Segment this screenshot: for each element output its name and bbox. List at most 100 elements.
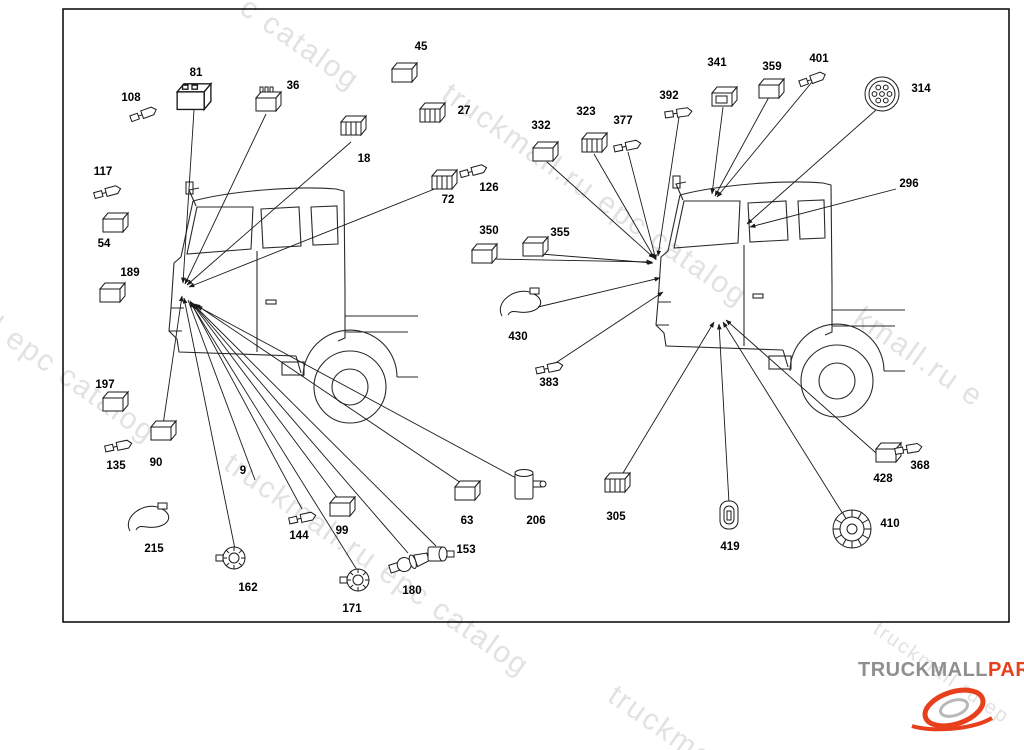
leader-line	[194, 303, 465, 486]
part-label-81: 81	[190, 67, 203, 79]
part-label-368: 368	[910, 460, 930, 472]
part-icon-171	[339, 568, 370, 592]
part-label-54: 54	[98, 238, 111, 250]
logo-text-parts: PARTS	[988, 659, 1024, 681]
leader-line	[181, 109, 195, 284]
leader-line	[182, 297, 236, 550]
part-label-72: 72	[442, 194, 455, 206]
part-label-383: 383	[539, 377, 558, 389]
part-icon-430	[499, 287, 542, 317]
leader-line	[187, 299, 256, 481]
part-icon-401	[798, 71, 826, 88]
part-icon-63	[453, 479, 482, 502]
part-icon-45	[390, 61, 419, 84]
right-truck-drawing	[655, 175, 906, 418]
leader-line	[710, 106, 724, 195]
part-icon-368	[894, 442, 923, 455]
part-label-144: 144	[289, 530, 309, 542]
part-icon-144	[288, 511, 317, 525]
part-icon-314	[864, 76, 900, 112]
part-icon-126	[459, 164, 488, 179]
leader-line	[553, 291, 664, 365]
part-icon-189	[98, 281, 127, 304]
part-label-162: 162	[238, 582, 257, 594]
watermark-text: truckmall.ru epc catalog	[218, 447, 536, 683]
part-label-135: 135	[106, 460, 126, 472]
left-truck-drawing	[168, 181, 419, 424]
part-icon-305	[603, 471, 632, 494]
leader-line	[716, 323, 730, 504]
part-label-355: 355	[550, 227, 570, 239]
leader-line	[162, 295, 184, 426]
part-label-9: 9	[240, 465, 246, 477]
leader-line	[186, 141, 352, 286]
part-icon-197	[101, 390, 130, 413]
part-label-63: 63	[461, 515, 474, 527]
watermark-text: c catalog	[234, 0, 366, 97]
leader-line	[593, 153, 656, 260]
part-icon-410	[832, 509, 872, 549]
part-icon-383	[535, 361, 564, 375]
part-label-215: 215	[144, 543, 164, 555]
part-icon-350	[470, 242, 499, 265]
part-label-305: 305	[606, 511, 626, 523]
part-label-189: 189	[120, 267, 139, 279]
leader-line	[627, 151, 657, 261]
leader-line	[714, 96, 770, 197]
part-label-99: 99	[336, 525, 349, 537]
part-label-359: 359	[762, 61, 781, 73]
part-icon-99	[328, 495, 357, 518]
part-icon-206	[514, 469, 547, 500]
part-label-45: 45	[415, 41, 428, 53]
leader-line	[190, 301, 340, 501]
part-label-153: 153	[456, 544, 475, 556]
part-label-171: 171	[342, 603, 362, 615]
part-icon-215	[127, 502, 170, 532]
part-label-332: 332	[531, 120, 550, 132]
part-icon-90	[149, 419, 178, 442]
part-label-117: 117	[94, 166, 113, 178]
part-label-410: 410	[880, 518, 899, 530]
logo-text-truckmall: TRUCKMALL	[858, 659, 989, 681]
part-label-90: 90	[150, 457, 163, 469]
logo: TRUCKMALLPARTS	[858, 659, 1024, 738]
part-label-206: 206	[526, 515, 545, 527]
part-icon-359	[757, 77, 786, 100]
part-icon-392	[664, 107, 693, 119]
part-label-350: 350	[479, 225, 498, 237]
part-icon-377	[613, 139, 642, 153]
part-icon-153	[427, 546, 455, 562]
leader-line	[540, 253, 654, 265]
part-label-180: 180	[402, 585, 421, 597]
part-icon-323	[580, 131, 609, 154]
leader-line	[725, 319, 885, 461]
leader-line	[188, 187, 438, 288]
leader-line	[746, 109, 877, 225]
leader-line	[192, 303, 437, 547]
part-label-197: 197	[95, 379, 114, 391]
part-icon-108	[129, 106, 157, 123]
part-icon-81	[175, 81, 213, 112]
part-icon-135	[104, 439, 133, 453]
part-icon-54	[101, 211, 130, 234]
part-label-428: 428	[873, 473, 893, 485]
part-label-18: 18	[358, 153, 371, 165]
watermark-text: truckmall.ru ep	[602, 679, 807, 750]
part-icon-419	[719, 500, 739, 530]
part-icon-341	[710, 85, 739, 108]
leader-line	[722, 321, 849, 523]
leader-line	[546, 161, 655, 259]
leader-line	[189, 300, 303, 510]
part-label-341: 341	[707, 57, 727, 69]
part-icon-332	[531, 140, 560, 163]
part-icon-36	[254, 86, 283, 113]
part-icon-162	[215, 546, 246, 570]
leader-line	[537, 276, 661, 308]
part-label-419: 419	[720, 541, 739, 553]
part-label-401: 401	[809, 53, 829, 65]
part-label-108: 108	[121, 92, 141, 104]
leader-line	[749, 188, 897, 228]
